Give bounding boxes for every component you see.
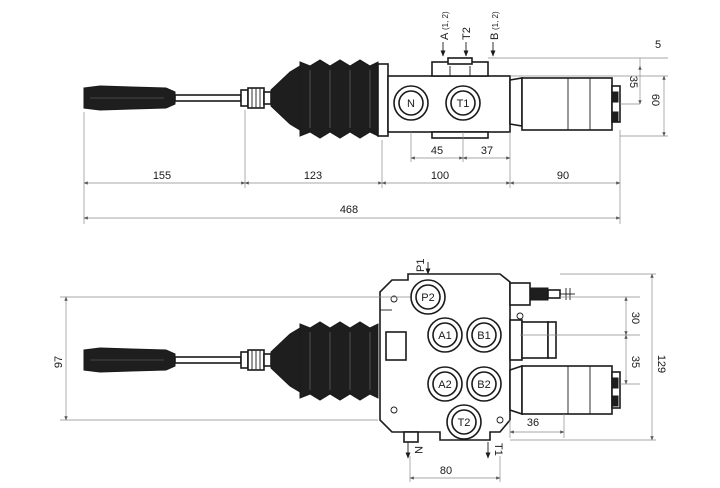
dim-45: 45: [431, 145, 443, 157]
svg-text:P2: P2: [421, 292, 434, 304]
rubber-bellows: [270, 59, 379, 139]
dim-35-bottom: 35: [629, 356, 641, 368]
label-a: A: [439, 32, 451, 40]
dim-90: 90: [557, 170, 569, 182]
dim-5: 5: [655, 39, 661, 51]
svg-text:T2: T2: [458, 417, 471, 429]
dim-35-top: 35: [627, 76, 639, 88]
bottom-view: P2 A1 B1 A2 B2 T2 P1: [53, 259, 667, 482]
port-b1: B1: [466, 317, 502, 353]
spool-cap-top: [509, 77, 621, 131]
label-a-sub: (1, 2): [441, 11, 450, 30]
svg-text:T1: T1: [457, 98, 470, 110]
dim-97: 97: [53, 356, 65, 368]
dim-36: 36: [527, 417, 539, 429]
dim-468: 468: [340, 204, 358, 216]
dim-80: 80: [440, 465, 452, 477]
label-n: N: [412, 446, 424, 454]
svg-text:A1: A1: [438, 330, 451, 342]
port-b2: B2: [466, 366, 502, 402]
relief-valve: [509, 282, 575, 306]
port-n: N: [393, 85, 429, 121]
dim-37: 37: [481, 145, 493, 157]
label-t2: T2: [461, 27, 473, 40]
port-t2: T2: [446, 404, 482, 440]
port-t1: T1: [445, 85, 481, 121]
dim-129: 129: [655, 355, 667, 373]
svg-text:N: N: [407, 98, 415, 110]
dim-30: 30: [629, 312, 641, 324]
port-a1: A1: [427, 317, 463, 353]
mounting-plate: [377, 63, 389, 137]
label-t1: T1: [492, 443, 504, 456]
dim-100: 100: [431, 170, 449, 182]
svg-text:B1: B1: [477, 330, 490, 342]
dim-155: 155: [153, 170, 171, 182]
lever-rod: [174, 94, 242, 102]
label-p1: P1: [415, 259, 427, 272]
rubber-bellows-front: [270, 321, 379, 401]
top-view: N T1 A (1, 2) T2 B (1, 2): [83, 11, 668, 224]
svg-text:A2: A2: [438, 379, 451, 391]
label-b-sub: (1, 2): [491, 11, 500, 30]
lever-collar: [240, 89, 249, 107]
svg-text:B2: B2: [477, 379, 490, 391]
port-a2: A2: [427, 366, 463, 402]
port-p2: P2: [410, 279, 446, 315]
dim-60: 60: [649, 94, 661, 106]
dim-123: 123: [304, 170, 322, 182]
label-b: B: [489, 33, 501, 40]
spool-cap-front: [509, 319, 621, 416]
